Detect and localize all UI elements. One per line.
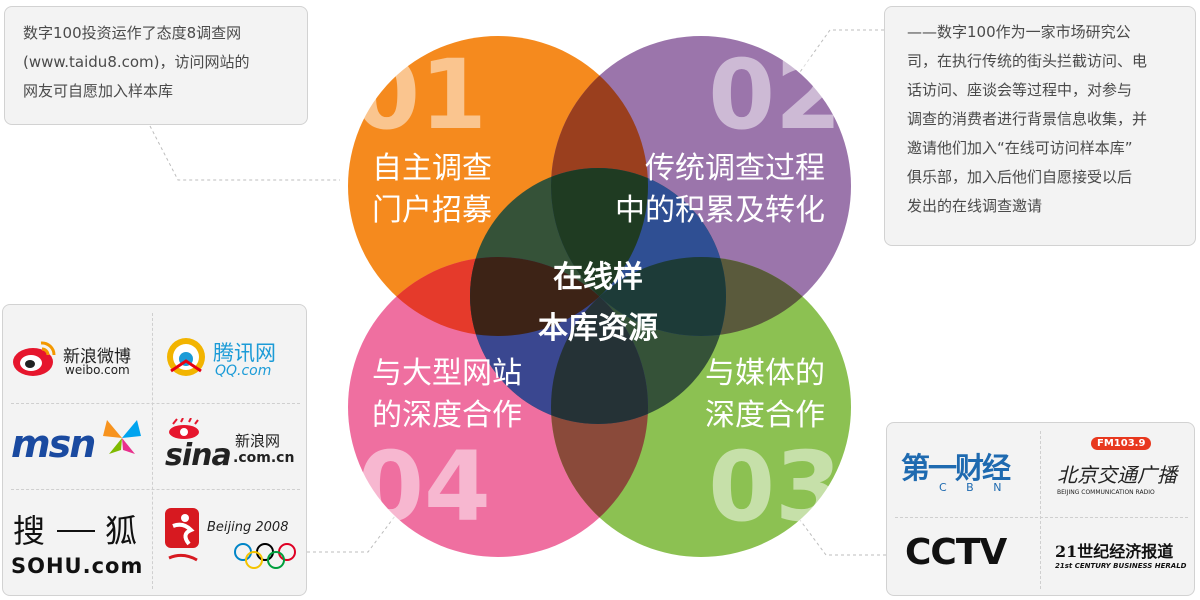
center-lens-right — [551, 257, 726, 336]
top-right-note-line: 俱乐部，加入后他们自愿接受以后 — [907, 168, 1133, 186]
top-right-note-line: 调查的消费者进行背景信息收集，并 — [907, 110, 1148, 128]
circle-02-label-line2: 中的积累及转化 — [615, 193, 825, 228]
beijing-emblem-icon — [165, 508, 199, 562]
center-lens-bottom — [551, 257, 648, 424]
center-lens-top — [551, 168, 648, 336]
qq-logo[interactable]: 腾讯网 QQ.com — [153, 305, 308, 403]
beijing-traffic-radio-logo[interactable]: FM103.9 北京交通广播 BEIJING COMMUNICATION RAD… — [1041, 423, 1196, 517]
beijing-2008-text: Beijing 2008 — [207, 520, 289, 535]
herald-logo-en: 21st CENTURY BUSINESS HERALD — [1055, 562, 1187, 570]
weibo-logo-en: weibo.com — [65, 363, 130, 377]
center-title-line1: 在线样 — [553, 260, 643, 295]
herald-logo-cn: 21世纪经济报道 — [1055, 542, 1174, 561]
top-right-note-line: 司，在执行传统的街头拦截访问、电 — [907, 52, 1148, 70]
sohu-logo-cn-2: 狐 — [105, 512, 138, 550]
top-left-note-line: 数字100投资运作了态度8调查网 — [23, 24, 242, 42]
butterfly-icon — [103, 420, 141, 454]
fm-badge: FM103.9 — [1091, 437, 1152, 450]
cctv-logo[interactable]: CCTV — [887, 518, 1040, 597]
top-right-note-line: 邀请他们加入“在线可访问样本库” — [907, 139, 1133, 157]
sohu-logo[interactable]: 搜 狐 SOHU.com — [3, 490, 152, 597]
media-logos-panel: 第一财经 C B N FM103.9 北京交通广播 BEIJING COMMUN… — [886, 422, 1195, 596]
sohu-logo-dash — [57, 530, 95, 532]
sina-eye-icon — [169, 418, 199, 439]
circle-01-number: 01 — [353, 39, 487, 151]
website-logos-panel: 新浪微博 weibo.com 腾讯网 QQ.com msn sina .com — [2, 304, 307, 596]
top-right-note-line: ——数字100作为一家市场研究公 — [907, 23, 1131, 41]
circle-03-number: 03 — [708, 431, 842, 543]
connector-bottom-left — [307, 511, 399, 553]
circle-02-label-line1: 传统调查过程 — [645, 151, 825, 186]
olympic-rings-icon — [234, 543, 296, 569]
cbn-logo[interactable]: 第一财经 C B N — [887, 423, 1040, 517]
sina-logo-cn: 新浪网 — [235, 432, 281, 450]
circle-04-label-line2: 的深度合作 — [372, 398, 522, 433]
circle-03-label-line1: 与媒体的 — [705, 356, 825, 391]
top-left-note-line: (www.taidu8.com)，访问网站的 — [23, 53, 250, 71]
circle-03-label-line2: 深度合作 — [705, 398, 825, 433]
business-herald-logo[interactable]: 21世纪经济报道 21st CENTURY BUSINESS HERALD — [1041, 518, 1196, 597]
sina-logo-domain: .com.cn — [233, 450, 295, 466]
cbn-logo-en: C B N — [939, 481, 1010, 494]
center-lens-left — [470, 257, 648, 336]
circle-01-label-line2: 门户招募 — [372, 193, 492, 228]
cctv-logo-text: CCTV — [905, 532, 1007, 573]
top-right-note-line: 话访问、座谈会等过程中，对参与 — [907, 81, 1133, 99]
beijing-2008-logo[interactable]: Beijing 2008 — [153, 490, 308, 597]
fm-logo-en: BEIJING COMMUNICATION RADIO — [1057, 489, 1155, 496]
weibo-logo-cn: 新浪微博 — [63, 347, 131, 367]
circle-01-label-line1: 自主调查 — [372, 151, 492, 186]
fm-logo-cn: 北京交通广播 — [1057, 463, 1177, 487]
circle-02-number: 02 — [708, 39, 842, 151]
sina-logo[interactable]: sina .com.cn 新浪网 — [153, 404, 308, 489]
connector-top-right — [799, 29, 884, 73]
weibo-icon — [13, 341, 56, 376]
msn-logo-text: msn — [11, 422, 96, 466]
top-right-note: ——数字100作为一家市场研究公 司，在执行传统的街头拦截访问、电 话访问、座谈… — [884, 6, 1196, 246]
connector-top-left — [149, 125, 340, 181]
center-title-line2: 本库资源 — [538, 311, 658, 346]
top-right-note-line: 发出的在线调查邀请 — [907, 197, 1043, 215]
qq-logo-cn: 腾讯网 — [213, 341, 276, 365]
top-left-note-line: 网友可自愿加入样本库 — [23, 82, 174, 100]
circle-04-number: 04 — [357, 431, 491, 543]
cbn-logo-cn: 第一财经 — [901, 451, 1011, 485]
sohu-logo-en: SOHU.com — [11, 554, 144, 578]
weibo-logo[interactable]: 新浪微博 weibo.com — [3, 305, 152, 403]
qq-icon — [167, 338, 205, 376]
qq-logo-en: QQ.com — [215, 363, 272, 379]
connector-bottom-right — [799, 519, 886, 556]
sina-logo-mark: sina — [165, 438, 232, 473]
top-left-note: 数字100投资运作了态度8调查网 (www.taidu8.com)，访问网站的 … — [4, 6, 308, 125]
circle-04-label-line1: 与大型网站 — [372, 356, 522, 391]
sohu-logo-cn-1: 搜 — [13, 512, 46, 550]
msn-logo[interactable]: msn — [3, 404, 152, 489]
